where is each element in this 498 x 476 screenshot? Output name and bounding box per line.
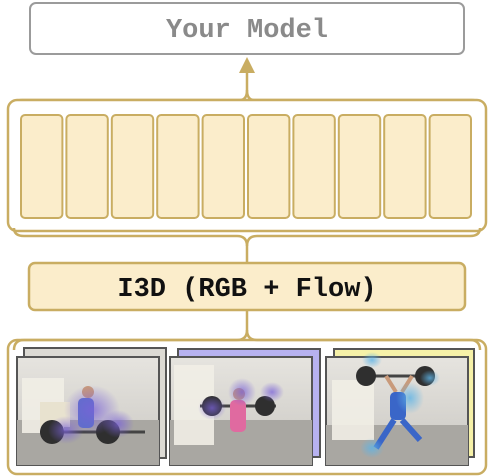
feature-cell [292,114,336,219]
feature-cell [156,114,200,219]
arrow-head [239,57,255,73]
frames-panel [6,338,488,476]
feature-cell [247,114,291,219]
connector-encoder-frames [12,310,482,351]
model-box: Your Model [29,2,465,55]
model-box-label: Your Model [166,16,328,46]
connector-features-encoder [12,227,482,262]
video-frame-2 [169,356,313,466]
feature-cell [383,114,427,219]
feature-cell [337,114,382,219]
encoder-box-label: I3D (RGB + Flow) [117,275,376,305]
encoder-box: I3D (RGB + Flow) [27,261,467,312]
video-frame-3 [325,352,469,466]
frame-stack-3 [325,348,475,466]
frame-stack-1 [16,347,167,466]
feature-cell [201,114,246,219]
video-frame-1 [16,356,160,466]
feature-sequence [6,98,488,233]
feature-cell [20,114,64,219]
feature-cell [428,114,473,219]
feature-cell [110,114,155,219]
frame-stack-2 [169,348,321,466]
feature-cell [65,114,109,219]
